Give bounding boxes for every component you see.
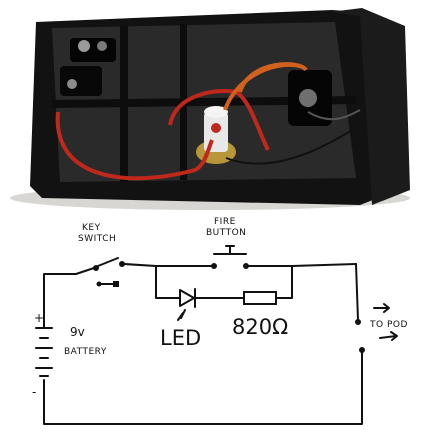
- battery-terminal: [97, 41, 107, 51]
- black-wire: [307, 109, 361, 121]
- wire-right-upper: [355, 263, 359, 321]
- orange-wire: [238, 62, 308, 93]
- fire-button-top: [204, 106, 228, 118]
- fire-button-label-line2: BUTTON: [206, 228, 246, 238]
- key-switch-contact: [119, 261, 125, 267]
- to-pod-label: TO POD: [369, 320, 408, 330]
- wire-return: [43, 351, 363, 425]
- resistor-symbol: [243, 291, 277, 305]
- pod-terminal-lower: [359, 347, 365, 353]
- battery-snap-cap: [60, 66, 102, 96]
- arrow-to-pod: [379, 331, 398, 341]
- fire-button-label-line1: FIRE: [214, 217, 236, 227]
- key-symbol: [113, 281, 119, 287]
- red-wire: [55, 111, 214, 181]
- fire-button-led: [211, 123, 221, 133]
- key-switch-label-line2: SWITCH: [78, 234, 116, 244]
- wire-battery-to-switch: [43, 267, 95, 315]
- fire-button-contact: [211, 263, 217, 269]
- battery-terminal: [67, 79, 77, 89]
- divider-rib: [52, 96, 356, 108]
- led-symbol: [179, 289, 195, 307]
- battery-snap: [70, 38, 116, 62]
- key-switch-label-line1: KEY: [82, 223, 101, 233]
- arrow-to-pod: [373, 303, 390, 313]
- enclosure-end-post: [330, 8, 410, 205]
- pod-terminal-upper: [355, 319, 361, 325]
- led-arrows: [177, 309, 186, 321]
- battery-minus-sign: -: [32, 385, 36, 399]
- enclosure-photo: [0, 0, 429, 213]
- schematic-diagram: KEY SWITCH FIRE BUTTON LED 820Ω: [32, 217, 408, 425]
- fire-button-contact: [243, 263, 249, 269]
- resistor-label: 820Ω: [232, 315, 288, 339]
- wire-branch-right: [275, 265, 293, 299]
- key-symbol: [96, 281, 102, 287]
- battery-label: BATTERY: [64, 347, 107, 357]
- led-label: LED: [160, 326, 201, 350]
- key-switch-lever: [97, 257, 119, 267]
- black-wire: [225, 129, 353, 165]
- wire-top: [123, 263, 213, 267]
- wire-branch-left: [155, 265, 181, 299]
- battery-voltage-label: 9v: [70, 325, 85, 339]
- battery-terminal: [78, 40, 90, 52]
- battery-plus-sign: +: [34, 311, 44, 325]
- wire-top-right: [247, 263, 357, 267]
- output-jack-ring: [299, 89, 317, 107]
